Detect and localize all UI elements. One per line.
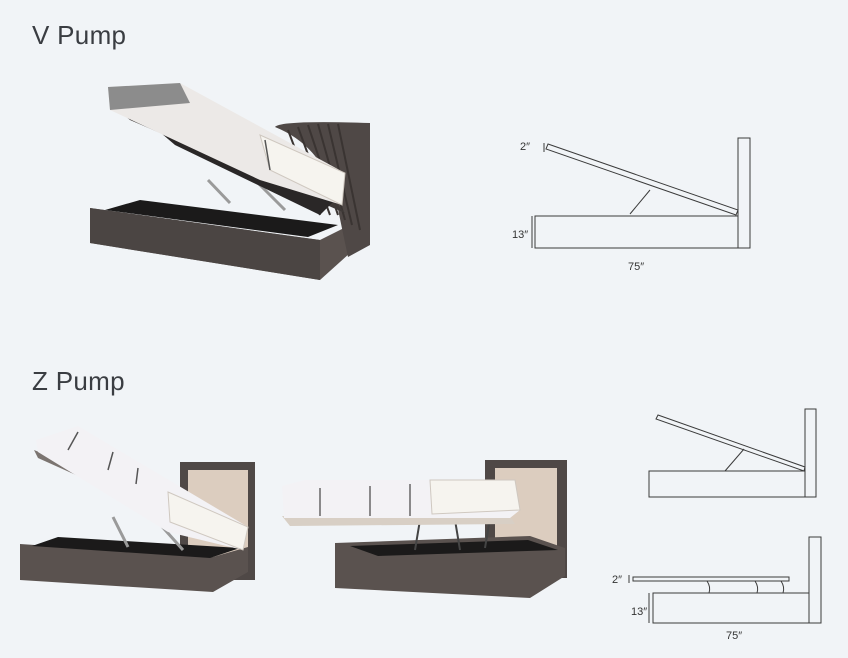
z-pump-raised-headboard-outline xyxy=(808,536,822,624)
v-pump-diagram: 2″ 13″ 75″ xyxy=(512,137,751,273)
z-pump-tilted-platform-outline xyxy=(655,414,806,472)
z-pump-diagram-raised: 2″ 13″ 75″ xyxy=(612,536,822,642)
v-pump-base-outline xyxy=(534,215,739,249)
v-pump-headboard-outline xyxy=(737,137,751,249)
z-pump-lift-label: 2″ xyxy=(612,574,622,586)
z-pump-title: Z Pump xyxy=(32,366,125,396)
v-pump-length-label: 75″ xyxy=(628,261,644,273)
z-pump-diagram-tilted xyxy=(648,408,817,498)
v-pump-strut xyxy=(629,189,651,215)
z-pump-bed-image-tilted xyxy=(20,426,255,592)
v-pump-title: V Pump xyxy=(32,20,127,50)
v-pump-bed-image xyxy=(90,83,370,280)
z-pump-height-label: 13″ xyxy=(631,606,647,618)
z-pump-tilted-headboard-outline xyxy=(804,408,817,498)
z-pump-bed-image-raised xyxy=(282,460,567,598)
z-pump-raised-platform-outline xyxy=(632,576,790,582)
z-pump-raised-base-outline xyxy=(652,592,810,624)
v-pump-platform-outline xyxy=(545,143,739,216)
v-pump-height-label: 13″ xyxy=(512,229,528,241)
z-pump-tilted-base-outline xyxy=(648,470,806,498)
v-pump-lift-label: 2″ xyxy=(520,141,530,153)
z-pump-length-label: 75″ xyxy=(726,630,742,642)
